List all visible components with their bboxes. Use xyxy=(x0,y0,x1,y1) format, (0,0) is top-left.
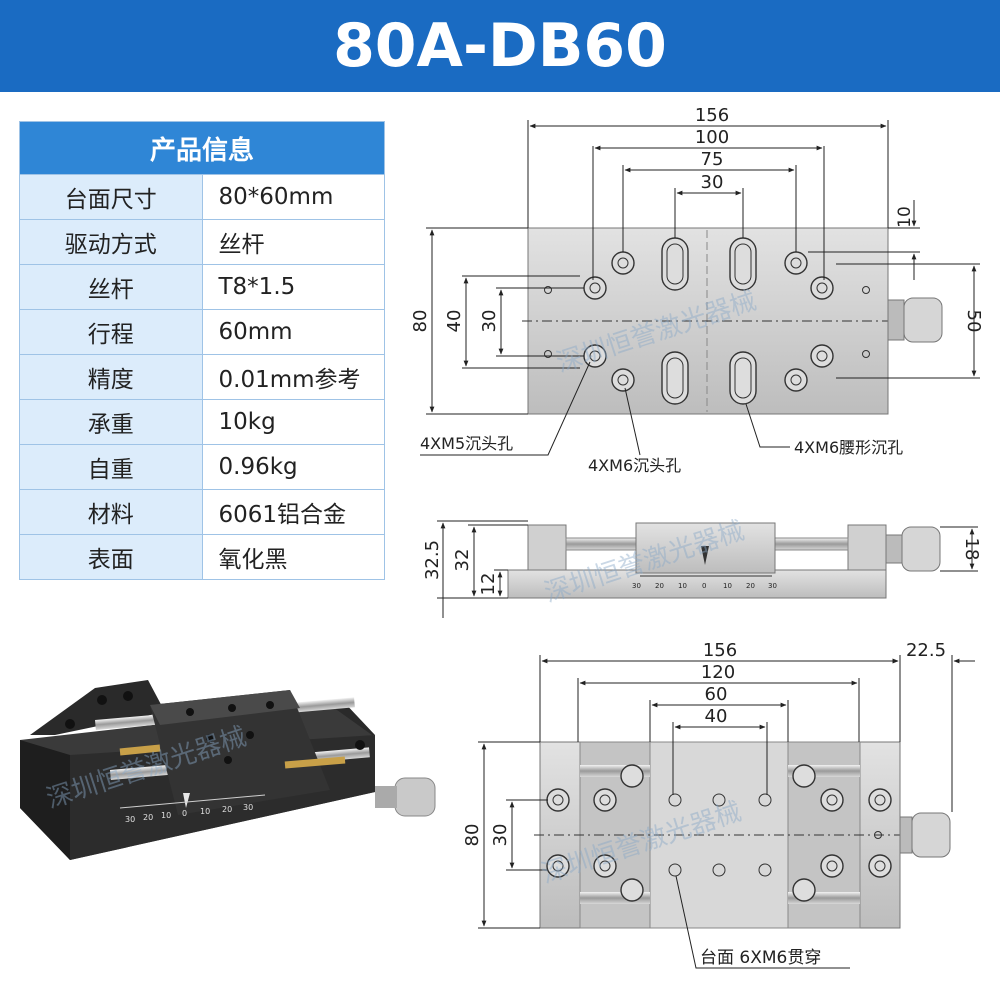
spec-label: 表面 xyxy=(19,534,203,580)
side-scale-tick: 30 xyxy=(768,582,777,590)
dim-top-width-30: 30 xyxy=(701,172,724,193)
product-photo: 30 20 10 0 10 20 30 xyxy=(20,680,436,860)
spec-value: 0.01mm参考 xyxy=(201,354,385,400)
spec-value: 氧化黑 xyxy=(201,534,385,580)
dim-bottom-knob-22-5: 22.5 xyxy=(906,640,946,661)
dim-top-offset-10: 10 xyxy=(895,206,915,228)
spec-label: 自重 xyxy=(19,444,203,490)
dim-top-height-80: 80 xyxy=(410,310,431,333)
dim-side-height-18: 18 xyxy=(961,538,982,561)
spec-value: T8*1.5 xyxy=(201,264,385,310)
callout-m6-counterbore: 4XM6沉头孔 xyxy=(588,456,681,475)
dim-side-height-12: 12 xyxy=(478,573,499,596)
dim-top-width-75: 75 xyxy=(701,149,724,170)
photo-scale-tick: 20 xyxy=(222,805,232,814)
spec-label: 行程 xyxy=(19,309,203,355)
side-view-drawing: 32.5 32 12 18 30 20 10 0 10 20 30 xyxy=(422,520,982,618)
dim-side-height-32-5: 32.5 xyxy=(422,540,443,580)
photo-scale-tick: 30 xyxy=(125,815,135,824)
side-scale-tick: 20 xyxy=(746,582,755,590)
dim-top-height-50: 50 xyxy=(963,310,984,333)
side-scale-tick: 10 xyxy=(678,582,687,590)
dim-top-height-30: 30 xyxy=(479,310,500,333)
photo-scale-tick: 20 xyxy=(143,813,153,822)
dim-bottom-width-120: 120 xyxy=(701,662,735,683)
photo-scale-tick: 10 xyxy=(200,807,210,816)
spec-row: 表面氧化黑 xyxy=(19,534,385,580)
dim-top-height-40: 40 xyxy=(444,310,465,333)
dim-bottom-width-40: 40 xyxy=(705,706,728,727)
photo-scale-tick: 0 xyxy=(182,809,187,818)
dim-top-width-156: 156 xyxy=(695,105,729,126)
dim-top-width-100: 100 xyxy=(695,127,729,148)
spec-table-title: 产品信息 xyxy=(19,121,385,175)
side-scale-tick: 20 xyxy=(655,582,664,590)
dim-side-height-32: 32 xyxy=(452,549,473,572)
side-scale-tick: 30 xyxy=(632,582,641,590)
spec-value: 0.96kg xyxy=(201,444,385,490)
side-scale-tick: 0 xyxy=(702,582,706,590)
spec-value: 60mm xyxy=(201,309,385,355)
spec-value: 6061铝合金 xyxy=(201,489,385,535)
title-banner xyxy=(0,0,1000,92)
spec-label: 精度 xyxy=(19,354,203,400)
spec-label: 丝杆 xyxy=(19,264,203,310)
dim-bottom-width-60: 60 xyxy=(705,684,728,705)
spec-value: 丝杆 xyxy=(201,219,385,265)
dim-bottom-width-156: 156 xyxy=(703,640,737,661)
dim-bottom-height-30: 30 xyxy=(490,824,511,847)
spec-table-header: 产品信息 xyxy=(19,121,385,175)
spec-label: 台面尺寸 xyxy=(19,174,203,220)
product-model-title: 80A-DB60 xyxy=(333,11,667,81)
dim-bottom-height-80: 80 xyxy=(462,824,483,847)
top-view-drawing: 156 100 75 30 10 80 40 30 50 4XM5沉头孔 4XM… xyxy=(410,105,984,475)
photo-scale-tick: 30 xyxy=(243,803,253,812)
callout-m6-slot: 4XM6腰形沉孔 xyxy=(794,438,903,457)
callout-m6-through: 台面 6XM6贯穿 xyxy=(700,948,821,968)
side-scale-tick: 10 xyxy=(723,582,732,590)
bottom-view-drawing: 156 22.5 120 60 40 80 30 台面 6XM6贯穿 xyxy=(462,640,975,969)
spec-label: 材料 xyxy=(19,489,203,535)
callout-m5-counterbore: 4XM5沉头孔 xyxy=(420,434,513,453)
photo-scale-tick: 10 xyxy=(161,811,171,820)
